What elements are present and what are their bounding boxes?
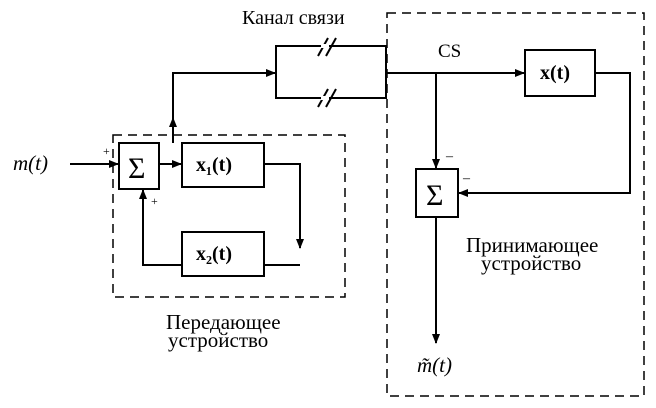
x2-feedback-wire [143, 190, 182, 265]
x-label: x(t) [540, 62, 570, 84]
receiver-minus-sign-top: – [445, 149, 454, 164]
input-plus-sign: + [103, 144, 110, 158]
input-label: m(t) [13, 151, 48, 175]
x2-label: x₂(t) [196, 243, 232, 265]
cs-label: CS [438, 41, 461, 62]
transmitter-label-line2: устройство [168, 328, 268, 352]
channel-label: Канал связи [242, 7, 345, 29]
feedback-plus-sign: + [151, 194, 158, 208]
transmitter-output-wire [173, 73, 275, 143]
transmitter-sum-symbol: Σ [128, 152, 145, 185]
receiver-sum-symbol: Σ [426, 179, 443, 212]
channel-block [276, 46, 386, 98]
receiver-label-line2: устройство [481, 251, 581, 275]
channel-break-bottom-gap [321, 96, 329, 100]
receiver-minus-sign-right: – [462, 171, 471, 186]
x1-to-x2-wire [264, 164, 300, 248]
x1-label: x₁(t) [196, 154, 232, 176]
output-label: m̃(t) [417, 353, 452, 377]
channel-break-top-gap [321, 44, 329, 48]
